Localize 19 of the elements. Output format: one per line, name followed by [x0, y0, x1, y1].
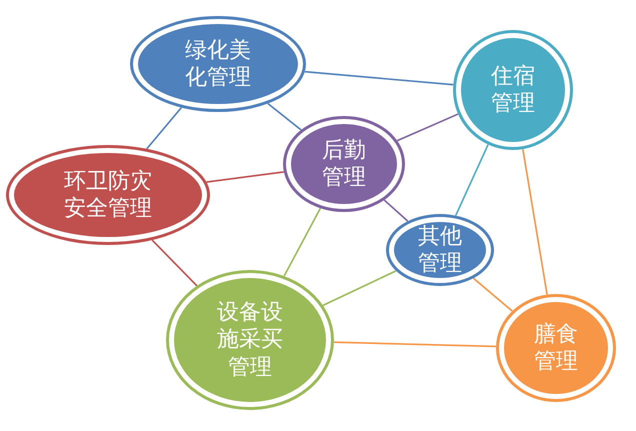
node-label: 设备设施采买管理 [217, 298, 283, 382]
node-label: 膳食管理 [534, 320, 578, 376]
connector-line [396, 113, 458, 142]
connector-line [334, 341, 496, 348]
connector-line [322, 270, 396, 306]
connector-line [472, 278, 513, 312]
node-label: 后勤管理 [322, 136, 366, 192]
connector-line [454, 144, 489, 216]
connector-line [304, 70, 454, 86]
connector-line [267, 102, 302, 131]
connector-line [384, 199, 408, 222]
connector-line [206, 171, 284, 183]
node-label: 住宿管理 [491, 62, 535, 118]
connector-line [152, 240, 198, 286]
connector-line [283, 208, 322, 276]
node-label: 其他管理 [418, 222, 462, 278]
node-label: 环卫防灾安全管理 [64, 168, 152, 222]
node-label: 绿化美化管理 [185, 36, 251, 92]
connector-line [522, 149, 548, 295]
